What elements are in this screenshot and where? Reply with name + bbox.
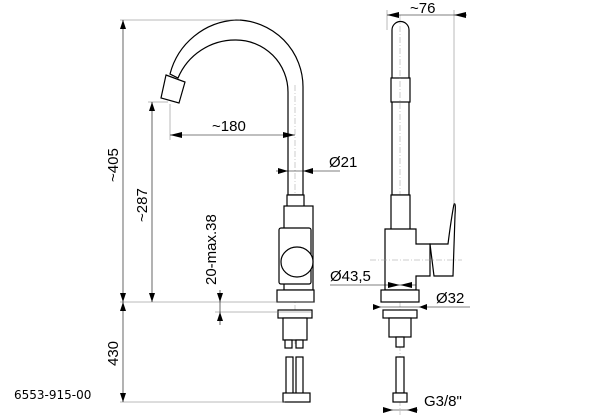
side-nut: [382, 309, 418, 319]
side-body: [384, 228, 431, 291]
side-hose: [395, 356, 405, 394]
base-flange: [276, 289, 315, 303]
mount-stud: [282, 317, 308, 341]
dim-spout-height: ~287: [134, 188, 151, 222]
pipe-collar: [286, 194, 305, 208]
side-flange: [380, 289, 420, 303]
side-tail: [395, 336, 405, 348]
dim-mount-diameter: Ø32: [436, 290, 464, 307]
side-handle: [429, 203, 456, 277]
spout-pipe: [169, 19, 304, 196]
dim-spout-reach: ~180: [212, 118, 246, 135]
hose-left: [285, 356, 294, 396]
side-pipe: [391, 20, 410, 196]
lever: [280, 246, 314, 278]
dim-countertop-thickness: 20-max.38: [203, 214, 220, 285]
side-view: [370, 15, 462, 415]
front-dimensions: [120, 19, 340, 403]
hose-right: [295, 356, 304, 396]
side-ring: [390, 77, 411, 103]
side-dimensions: [330, 10, 470, 413]
dim-side-width: ~76: [410, 0, 435, 17]
dim-pipe-diameter: Ø21: [329, 154, 357, 171]
dim-connection-thread: G3/8": [424, 393, 462, 410]
side-hose-nut: [392, 392, 408, 403]
dim-total-height: ~405: [105, 148, 122, 182]
mount-nut: [277, 309, 313, 319]
dim-hose-length: 430: [105, 341, 122, 366]
front-view: [160, 19, 315, 403]
hose-nuts: [282, 392, 311, 403]
side-collar: [390, 194, 411, 231]
spout-nozzle: [160, 74, 186, 104]
tail-left: [284, 339, 293, 349]
dim-body-diameter: Ø43,5: [330, 268, 371, 285]
side-stud: [388, 317, 412, 338]
part-number: 6553-915-00: [14, 388, 91, 402]
tail-right: [295, 339, 304, 349]
